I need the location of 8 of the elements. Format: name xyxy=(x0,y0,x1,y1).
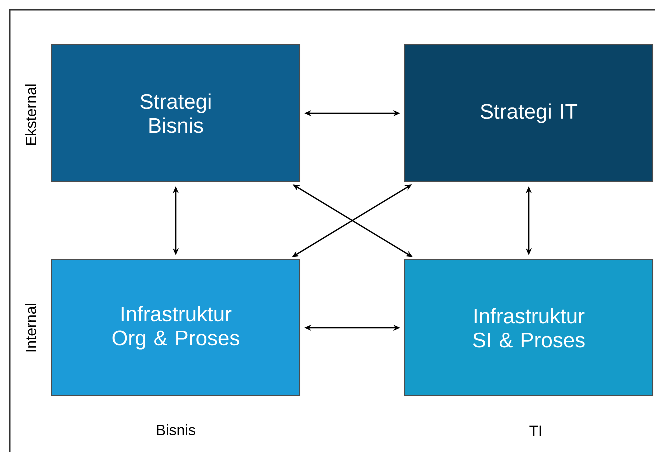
axis-label: TI xyxy=(530,426,542,436)
axis-label: Internal xyxy=(26,304,36,352)
axis-label: Eksternal xyxy=(26,84,36,146)
process-box: Strategi IT xyxy=(404,44,654,182)
process-box: Infrastruktur Org & Proses xyxy=(52,260,300,396)
process-box: Infrastruktur SI & Proses xyxy=(404,260,654,396)
axis-label: Bisnis xyxy=(157,424,196,436)
process-box: Strategi Bisnis xyxy=(52,44,300,182)
